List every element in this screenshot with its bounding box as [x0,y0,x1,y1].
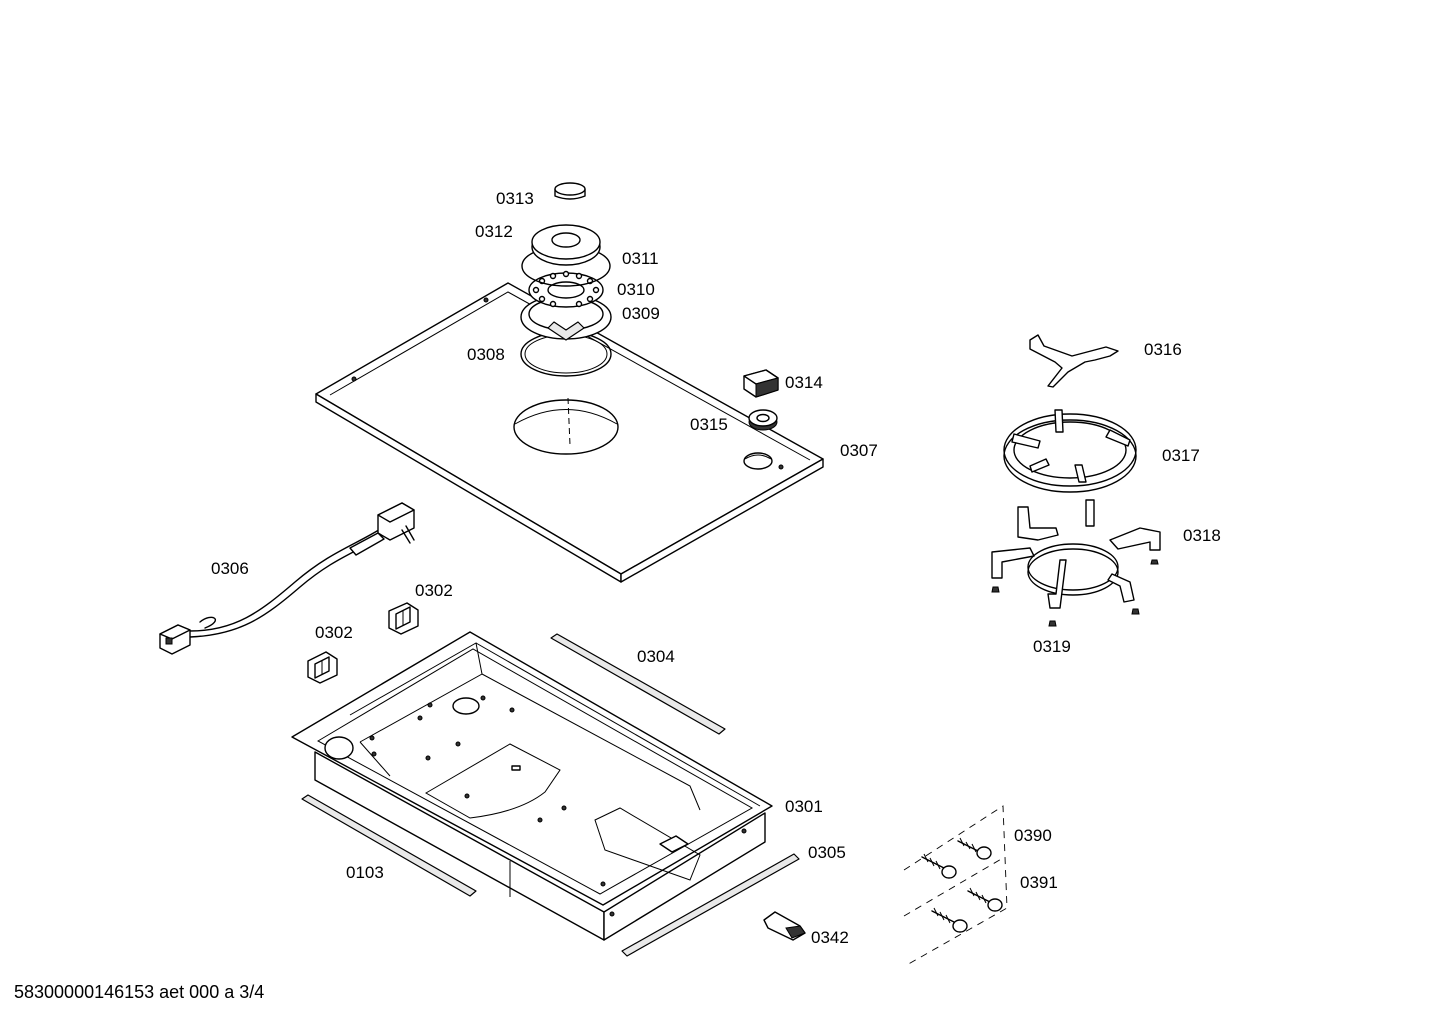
label-0390: 0390 [1014,826,1052,845]
pan-support-ring [1003,409,1137,493]
base-tray [291,631,773,941]
burner-assembly [520,182,612,446]
pan-support-cast [991,499,1161,609]
pan-support-wire [1029,334,1119,388]
control-knob [743,369,779,398]
label-0302: 0302 [415,581,453,600]
label-0301: 0301 [785,797,823,816]
screw [967,887,1003,912]
part-labels: 0313 0312 0311 0310 0309 0308 0314 0315 … [211,189,1221,947]
label-0310: 0310 [617,280,655,299]
knob-bezel [748,409,778,431]
seal-strip [301,794,477,897]
document-code: 58300000146153 aet 000 a 3/4 [14,982,264,1002]
label-0319: 0319 [1033,637,1071,656]
label-0316: 0316 [1144,340,1182,359]
label-0315: 0315 [690,415,728,434]
label-0313: 0313 [496,189,534,208]
label-0391: 0391 [1020,873,1058,892]
label-0312: 0312 [475,222,513,241]
label-0103: 0103 [346,863,384,882]
label-0304: 0304 [637,647,675,666]
hold-down-bracket [763,911,806,941]
seal-strip [550,633,726,735]
label-0317: 0317 [1162,446,1200,465]
screw [931,907,968,933]
label-0308: 0308 [467,345,505,364]
rubber-feet [991,559,1159,627]
screw-set [903,805,1008,967]
label-0307: 0307 [840,441,878,460]
label-0314: 0314 [785,373,823,392]
screw [921,853,957,879]
label-0302: 0302 [315,623,353,642]
power-cord [159,502,415,655]
label-0305: 0305 [808,843,846,862]
label-0318: 0318 [1183,526,1221,545]
mounting-clip [307,651,338,684]
label-0306: 0306 [211,559,249,578]
screw [957,837,992,860]
mounting-clip [388,602,419,635]
tray-holes [369,695,747,917]
label-0309: 0309 [622,304,660,323]
label-0342: 0342 [811,928,849,947]
seal-strip [621,853,800,957]
label-0311: 0311 [622,249,659,268]
